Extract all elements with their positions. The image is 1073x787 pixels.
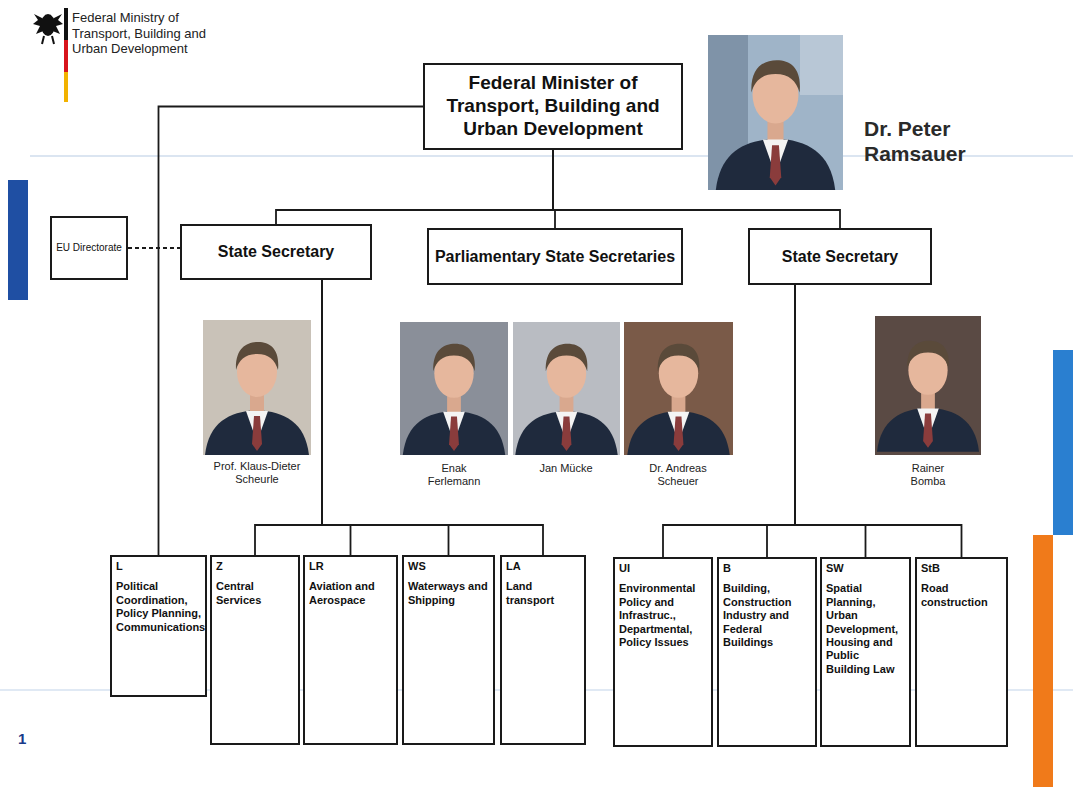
box-title: State Secretary (782, 247, 899, 266)
directorate-general-box: L Political Coordination, Policy Planning… (110, 555, 207, 697)
portrait-photo (400, 322, 508, 455)
org-connector (159, 107, 424, 556)
flag-gold (64, 72, 68, 102)
org-connector (663, 285, 795, 557)
page-number: 1 (18, 730, 42, 748)
unit-title: Aviation and Aerospace (309, 580, 392, 607)
unit-code: LR (309, 560, 392, 573)
box-title: EU Directorate (56, 242, 122, 254)
org-connector (795, 285, 866, 557)
box-title: Federal Minister of Transport, Building … (429, 72, 677, 140)
directorate-general-box: WS Waterways and Shipping (402, 555, 495, 745)
directorate-general-box: UI Environmental Policy and Infrastruc., … (613, 557, 713, 747)
portrait-photo (875, 316, 981, 455)
unit-title: Waterways and Shipping (408, 580, 489, 607)
secretary-box: State Secretary (748, 228, 932, 285)
person-name: Jan Mücke (539, 462, 593, 475)
org-connector (128, 247, 180, 249)
person-name: Prof. Klaus-Dieter Scheurle (211, 460, 303, 486)
directorate-general-box: B Building, Construction Industry and Fed… (717, 557, 817, 747)
org-connector (767, 285, 795, 557)
unit-title: Environmental Policy and Infrastruc., De… (619, 582, 707, 649)
flag-red (64, 40, 68, 72)
directorate-box: EU Directorate (50, 216, 128, 280)
minister-box: Federal Minister of Transport, Building … (423, 63, 683, 150)
flag-black (64, 8, 68, 40)
portrait-photo (203, 320, 311, 455)
secretary-box: Parliamentary State Secretaries (427, 228, 683, 285)
unit-title: Political Coordination, Policy Planning,… (116, 580, 201, 634)
unit-title: Spatial Planning, Urban Development, Hou… (826, 582, 905, 676)
person-name: Dr. Andreas Scheuer (641, 462, 715, 488)
person-name: Enak Ferlemann (422, 462, 486, 488)
box-title: State Secretary (218, 242, 335, 261)
org-connector (322, 280, 449, 555)
portrait-photo (708, 35, 843, 190)
unit-code: StB (921, 562, 1002, 575)
org-connector (553, 150, 840, 228)
unit-code: L (116, 560, 201, 573)
unit-title: Building, Construction Industry and Fede… (723, 582, 811, 649)
side-bar (8, 180, 28, 300)
secretary-box: State Secretary (180, 224, 372, 280)
box-title: Parliamentary State Secretaries (435, 247, 675, 266)
unit-code: UI (619, 562, 707, 575)
portrait-photo (624, 322, 733, 455)
org-connector (795, 285, 962, 557)
directorate-general-box: LA Land transport (500, 555, 586, 745)
directorate-general-box: Z Central Services (210, 555, 300, 745)
person-name: Rainer Bomba (898, 462, 958, 488)
unit-code: Z (216, 560, 294, 573)
unit-code: SW (826, 562, 905, 575)
directorate-general-box: LR Aviation and Aerospace (303, 555, 398, 745)
person-name: Dr. Peter Ramsauer (864, 116, 984, 166)
org-connector (276, 150, 553, 224)
unit-code: B (723, 562, 811, 575)
unit-code: WS (408, 560, 489, 573)
org-connector (255, 280, 322, 555)
directorate-general-box: SW Spatial Planning, Urban Development, H… (820, 557, 911, 747)
org-connector (322, 280, 351, 555)
directorate-general-box: StB Road construction (915, 557, 1008, 747)
side-bar (1033, 535, 1053, 787)
org-connector (322, 280, 543, 555)
side-bar (1053, 350, 1073, 535)
unit-title: Road construction (921, 582, 1002, 609)
unit-code: LA (506, 560, 580, 573)
unit-title: Central Services (216, 580, 294, 607)
unit-title: Land transport (506, 580, 580, 607)
portrait-photo (513, 322, 620, 455)
federal-eagle (33, 14, 63, 44)
ministry-logo-text: Federal Ministry of Transport, Building … (72, 10, 237, 57)
